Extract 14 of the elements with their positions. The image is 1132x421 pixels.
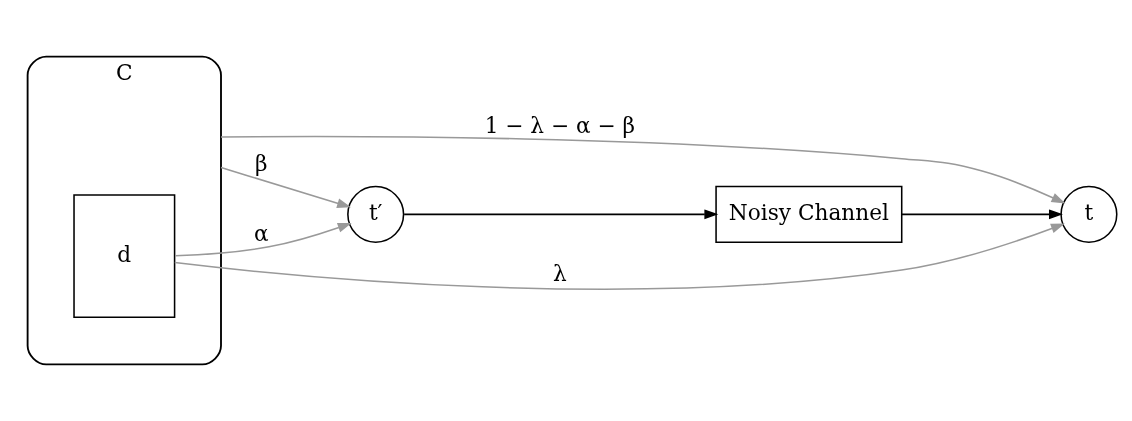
node-circle: t [1060,185,1118,243]
arrow [174,223,1065,290]
edge-label: λ [552,261,567,287]
node-box: d [73,194,176,319]
node-circle: t′ [347,185,405,243]
node-box: Noisy Channel [715,185,903,243]
arrow [220,166,352,208]
edge-label: 1 − λ − α − β [484,112,635,138]
arrow [220,135,1066,204]
arrow [174,223,352,257]
arrow [901,209,1063,220]
edge-label: β [254,151,268,177]
arrow [403,209,719,220]
edge-label: α [253,220,269,246]
